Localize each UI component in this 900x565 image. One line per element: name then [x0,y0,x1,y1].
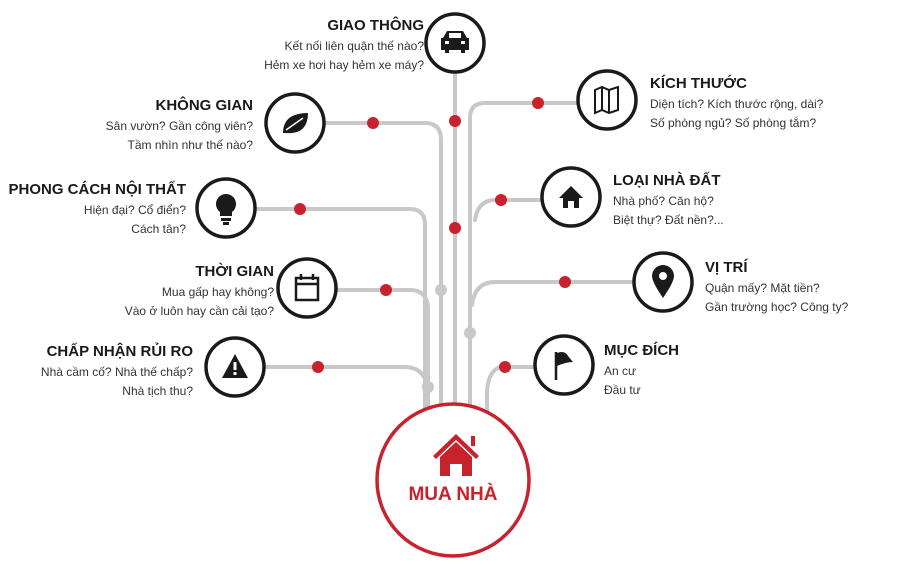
node-line: Hẻm xe hơi hay hẻm xe máy? [264,58,424,72]
red-dot [380,284,392,296]
node-title: VỊ TRÍ [705,259,748,276]
node-khong-gian: KHÔNG GIAN Sân vườn? Gần công viên? Tầm … [106,96,253,155]
node-rui-ro: CHẤP NHẬN RỦI RO Nhà cầm cố? Nhà thế chấ… [41,342,193,401]
red-dot [367,117,379,129]
map-icon [594,85,619,115]
warning-icon [222,354,248,378]
node-kich-thuoc: KÍCH THƯỚC Diện tích? Kích thước rộng, d… [650,74,823,133]
center-label: MUA NHÀ [408,484,498,505]
lightbulb-icon [215,194,237,225]
red-dot [495,194,507,206]
node-line: Hiện đại? Cổ điển? [83,203,186,217]
node-line: Sân vườn? Gần công viên? [105,119,253,133]
node-title: GIAO THÔNG [327,17,424,34]
red-dot [449,115,461,127]
node-loai-nha: LOẠI NHÀ ĐẤT Nhà phố? Căn hộ? Biệt thự? … [613,171,724,230]
node-title: THỜI GIAN [195,263,274,280]
center-circle [375,402,531,558]
red-dot [449,222,461,234]
flag-icon [554,352,573,380]
home-icon [559,186,583,208]
node-line: Số phòng ngủ? Số phòng tắm? [650,116,817,130]
line-phong-cach [254,207,427,414]
line-rui-ro [263,365,430,392]
node-title: CHẤP NHẬN RỦI RO [46,343,193,360]
gray-dot [422,381,434,393]
line-muc-dich [485,365,536,414]
line-khong-gian [323,121,443,414]
node-title: MỤC ĐÍCH [604,342,679,359]
gray-dot [435,284,447,296]
red-dot [294,203,306,215]
node-line: Quận mấy? Mặt tiền? [705,281,820,295]
car-icon [441,31,469,53]
node-line: Biệt thự? Đất nền?... [613,213,724,227]
line-thoi-gian [335,288,430,414]
node-title: KHÔNG GIAN [155,97,254,114]
node-muc-dich: MỤC ĐÍCH An cư Đầu tư [604,341,679,400]
line-loai-nha [473,198,543,222]
line-kich-thuoc [468,101,579,417]
node-line: Nhà phố? Căn hộ? [613,194,714,208]
leaf-icon [283,113,308,134]
location-pin-icon [652,265,674,298]
node-line: Cách tân? [131,222,186,236]
node-line: Tầm nhìn như thế nào? [127,138,253,152]
node-thoi-gian: THỜI GIAN Mua gấp hay không? Vào ở luôn … [125,262,274,321]
red-dot [499,361,511,373]
node-title: PHONG CÁCH NỘI THẤT [8,181,187,198]
gray-dot [464,327,476,339]
node-line: Gần trường học? Công ty? [705,300,849,314]
red-dot [532,97,544,109]
node-line: Vào ở luôn hay cần cải tạo? [124,304,274,318]
red-dot [559,276,571,288]
node-line: Nhà tịch thu? [122,384,193,398]
node-phong-cach: PHONG CÁCH NỘI THẤT Hiện đại? Cổ điển? C… [9,180,187,239]
node-title: LOẠI NHÀ ĐẤT [613,172,721,189]
house-icon [433,434,479,476]
node-title: KÍCH THƯỚC [650,75,747,92]
red-dot [312,361,324,373]
line-vi-tri [470,280,635,307]
calendar-icon [294,274,320,302]
node-line: Kết nối liên quận thế nào? [284,39,424,53]
node-line: Mua gấp hay không? [161,285,274,299]
node-line: Nhà cầm cố? Nhà thế chấp? [40,365,193,379]
node-line: Diện tích? Kích thước rộng, dài? [650,97,824,111]
node-vi-tri: VỊ TRÍ Quận mấy? Mặt tiền? Gần trường họ… [705,258,848,317]
node-line: Đầu tư [604,383,641,397]
node-line: An cư [604,364,637,378]
node-giao-thong: GIAO THÔNG Kết nối liên quận thế nào? Hẻ… [264,16,424,75]
